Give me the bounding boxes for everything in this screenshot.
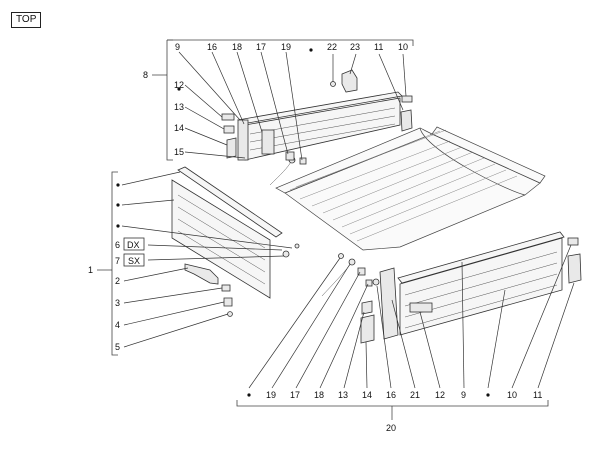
side-hinge-plate — [379, 267, 399, 340]
callout-tailgate-dx: DX — [127, 240, 140, 250]
callout-side-21: 21 — [410, 390, 420, 400]
side-end-cap-10 — [567, 237, 579, 246]
front-rod-19 — [269, 159, 293, 186]
side-lock-12 — [409, 302, 433, 313]
callout-tailgate-sx: SX — [128, 256, 140, 266]
callout-front-11: 11 — [374, 42, 383, 52]
front-part-13 — [223, 125, 235, 134]
callout-side-11: 11 — [533, 390, 542, 400]
bracket-front-top — [167, 39, 414, 46]
side-end-cap-11 — [567, 253, 582, 284]
callout-side-16: 16 — [386, 390, 396, 400]
bracket-side-bottom — [236, 400, 549, 407]
callout-side-18: 18 — [314, 390, 324, 400]
tailgate-group-label: 1 — [88, 265, 93, 275]
side-part-18 — [365, 279, 373, 287]
box-sx — [123, 253, 145, 267]
tailgate-bolt — [282, 250, 290, 258]
side-part-17 — [357, 267, 366, 276]
front-end-cap-10 — [401, 95, 413, 103]
side-panel-assembly — [236, 231, 582, 420]
callout-front-13: 13 — [174, 102, 184, 112]
callout-side-9: 9 — [461, 390, 466, 400]
callout-tailgate-2: 2 — [115, 276, 120, 286]
callout-side-12: 12 — [435, 390, 445, 400]
callout-tailgate-6: 6 — [115, 240, 120, 250]
tailgate-washer — [294, 243, 300, 249]
callout-front-22: 22 — [327, 42, 337, 52]
callout-side-10: 10 — [507, 390, 517, 400]
top-label: TOP — [11, 12, 42, 28]
front-panel-assembly — [152, 39, 414, 186]
side-washer-16 — [372, 278, 380, 286]
front-hinge-plate — [261, 129, 275, 155]
callout-front-23: 23 — [350, 42, 360, 52]
front-bracket-23 — [341, 69, 358, 93]
front-part-14 — [226, 137, 237, 159]
callout-front-12: 12 — [174, 80, 184, 90]
callout-side-13: 13 — [338, 390, 348, 400]
tailgate-screw-5 — [227, 311, 233, 317]
callout-front-18: 18 — [232, 42, 242, 52]
callout-side-14: 14 — [362, 390, 372, 400]
callout-tailgate-5: 5 — [115, 342, 120, 352]
side-part-14 — [360, 314, 375, 344]
side-panel — [399, 237, 563, 336]
front-part-19b — [299, 157, 307, 165]
callout-side-17: 17 — [290, 390, 300, 400]
callout-tailgate-4: 4 — [115, 320, 120, 330]
tailgate-handle — [184, 263, 219, 285]
front-group-label: 8 — [143, 70, 148, 80]
front-corner-post-left — [237, 119, 249, 161]
tailgate-part-4 — [223, 297, 233, 307]
tailgate-assembly — [97, 166, 300, 356]
side-group-label: 20 — [386, 423, 396, 433]
callout-tailgate-7: 7 — [115, 256, 120, 266]
box-dx — [123, 237, 145, 251]
callout-front-15: 15 — [174, 147, 184, 157]
callout-front-9: 9 — [175, 42, 180, 52]
tailgate-part-3 — [221, 284, 231, 292]
tailgate-top-rail — [177, 166, 283, 238]
side-rod-19 — [321, 261, 353, 297]
callout-front-14: 14 — [174, 123, 184, 133]
side-part-13 — [361, 300, 373, 315]
side-top-rail — [397, 231, 565, 284]
callout-front-19: 19 — [281, 42, 291, 52]
truck-bed — [275, 126, 546, 251]
bracket-front-left — [166, 39, 173, 161]
callout-front-17: 17 — [256, 42, 266, 52]
front-washer-22 — [330, 81, 336, 87]
callout-side-19: 19 — [266, 390, 276, 400]
callout-front-10: 10 — [398, 42, 408, 52]
front-part-12 — [221, 113, 235, 121]
bracket-tailgate — [111, 171, 118, 356]
front-end-cap-11 — [400, 109, 413, 132]
side-bolt — [338, 253, 344, 259]
callout-front-16: 16 — [207, 42, 217, 52]
front-part-17 — [285, 151, 295, 161]
callout-tailgate-3: 3 — [115, 298, 120, 308]
